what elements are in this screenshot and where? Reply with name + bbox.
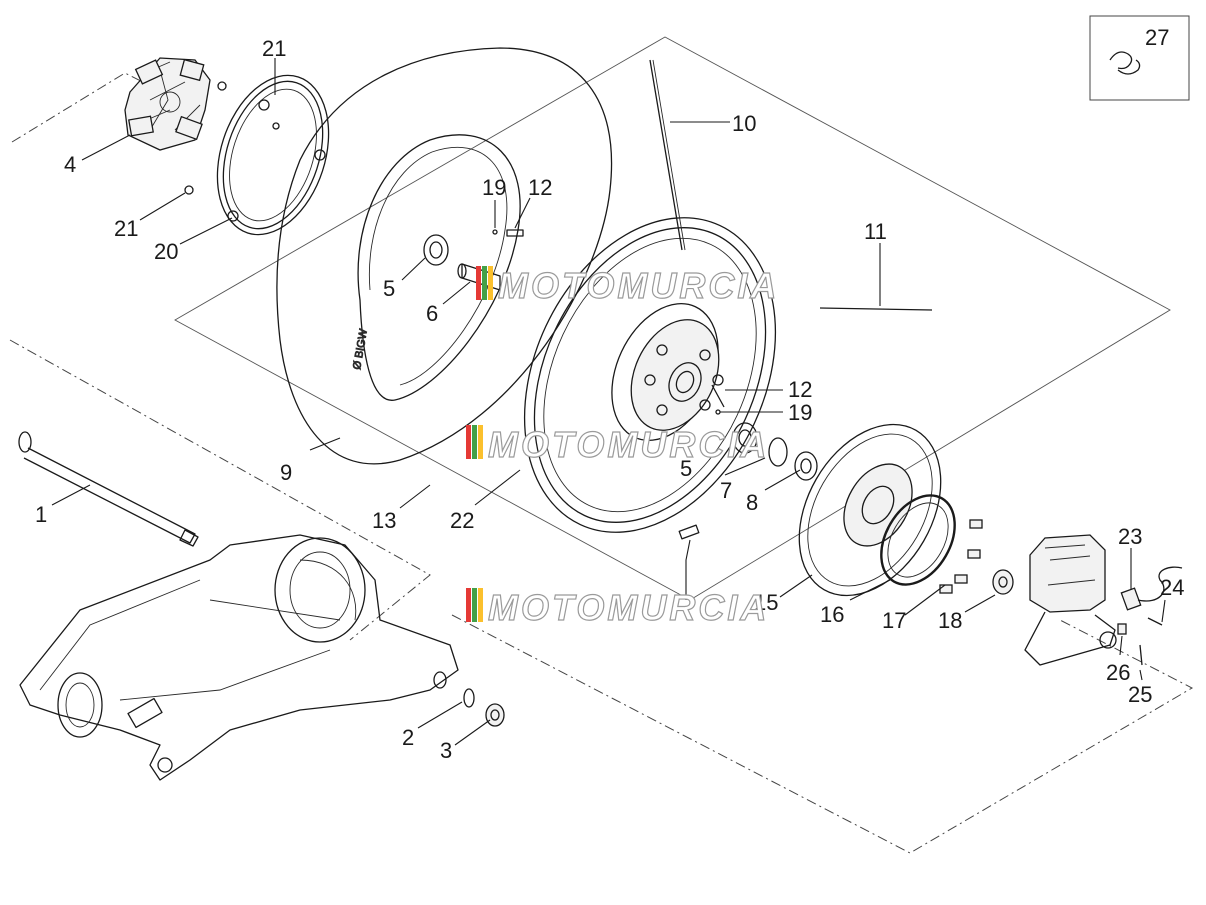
callout-26[interactable]: 26 bbox=[1106, 660, 1130, 685]
part-8-spacer[interactable] bbox=[794, 451, 818, 481]
part-6-spacer[interactable] bbox=[457, 263, 501, 291]
part-9-tire[interactable]: Ø BIGW bbox=[276, 47, 613, 465]
callout-4[interactable]: 4 bbox=[64, 152, 76, 177]
part-3-axle-nut[interactable] bbox=[485, 703, 505, 727]
part-16-abs-tone-ring[interactable] bbox=[866, 482, 969, 597]
watermark-top: MOTOMURCIA bbox=[476, 264, 779, 307]
watermark-text: MOTOMURCIA bbox=[488, 587, 769, 628]
part-12-valve-lower[interactable] bbox=[711, 384, 725, 415]
part-4-flex-coupling[interactable] bbox=[124, 57, 211, 151]
callout-7[interactable]: 7 bbox=[720, 478, 732, 503]
part-7-circlip[interactable] bbox=[768, 437, 788, 467]
part-11-spoke[interactable] bbox=[819, 307, 933, 311]
callout-13[interactable]: 13 bbox=[372, 508, 396, 533]
callout-2[interactable]: 2 bbox=[402, 725, 414, 750]
part-13-balance-weight[interactable] bbox=[678, 524, 700, 540]
part-22-rim[interactable] bbox=[476, 177, 824, 573]
callout-6[interactable]: 6 bbox=[426, 301, 438, 326]
callout-21-bottom[interactable]: 21 bbox=[114, 216, 138, 241]
part-24-sensor-wire[interactable] bbox=[1137, 566, 1183, 626]
watermark-text: MOTOMURCIA bbox=[498, 265, 779, 306]
callout-3[interactable]: 3 bbox=[440, 738, 452, 763]
part-25-26-bolts[interactable] bbox=[1117, 623, 1143, 666]
callout-24[interactable]: 24 bbox=[1160, 575, 1184, 600]
part-12-valve-upper[interactable] bbox=[492, 229, 524, 237]
leader-lines bbox=[51, 58, 1166, 746]
callout-12-lower[interactable]: 12 bbox=[788, 377, 812, 402]
callout-18[interactable]: 18 bbox=[938, 608, 962, 633]
part-5-bearing-left[interactable] bbox=[423, 234, 449, 266]
part-20-ring-plate[interactable] bbox=[198, 61, 348, 249]
watermark-text: MOTOMURCIA bbox=[488, 424, 769, 465]
callout-labels: 1 2 3 4 5 5 6 7 8 9 10 11 12 12 13 15 16… bbox=[35, 25, 1184, 763]
callout-17[interactable]: 17 bbox=[882, 608, 906, 633]
callout-19-upper[interactable]: 19 bbox=[482, 175, 506, 200]
callout-21-top[interactable]: 21 bbox=[262, 36, 286, 61]
part-5-bearing-right[interactable] bbox=[732, 422, 758, 454]
part-18-spacer[interactable] bbox=[992, 569, 1014, 595]
part-15-brake-disc[interactable] bbox=[770, 399, 969, 620]
callout-22[interactable]: 22 bbox=[450, 508, 474, 533]
callout-12-upper[interactable]: 12 bbox=[528, 175, 552, 200]
callout-16[interactable]: 16 bbox=[820, 602, 844, 627]
callout-19-lower[interactable]: 19 bbox=[788, 400, 812, 425]
callout-27[interactable]: 27 bbox=[1145, 25, 1169, 50]
part-caliper[interactable] bbox=[1024, 534, 1117, 666]
part-2-circlip[interactable] bbox=[463, 688, 475, 708]
callout-9[interactable]: 9 bbox=[280, 460, 292, 485]
swingarm bbox=[19, 534, 459, 781]
callout-11[interactable]: 11 bbox=[864, 219, 887, 244]
callout-23[interactable]: 23 bbox=[1118, 524, 1142, 549]
part-10-spoke[interactable] bbox=[649, 59, 686, 251]
part-23-abs-sensor[interactable] bbox=[1120, 587, 1142, 611]
callout-15[interactable]: 15 bbox=[754, 590, 778, 615]
callout-10[interactable]: 10 bbox=[732, 111, 756, 136]
part-27-clip-box[interactable] bbox=[1089, 15, 1190, 101]
callout-5-left[interactable]: 5 bbox=[383, 276, 395, 301]
callout-1[interactable]: 1 bbox=[35, 502, 47, 527]
callout-5-right[interactable]: 5 bbox=[680, 456, 692, 481]
callout-20[interactable]: 20 bbox=[154, 239, 178, 264]
watermark-middle: MOTOMURCIA bbox=[466, 423, 769, 466]
part-1-axle[interactable] bbox=[18, 431, 199, 547]
watermark-bottom: MOTOMURCIA bbox=[466, 586, 769, 629]
callout-8[interactable]: 8 bbox=[746, 490, 758, 515]
callout-25[interactable]: 25 bbox=[1128, 682, 1152, 707]
assembly-boundaries bbox=[9, 36, 1194, 854]
part-21-bolts[interactable] bbox=[184, 81, 280, 195]
